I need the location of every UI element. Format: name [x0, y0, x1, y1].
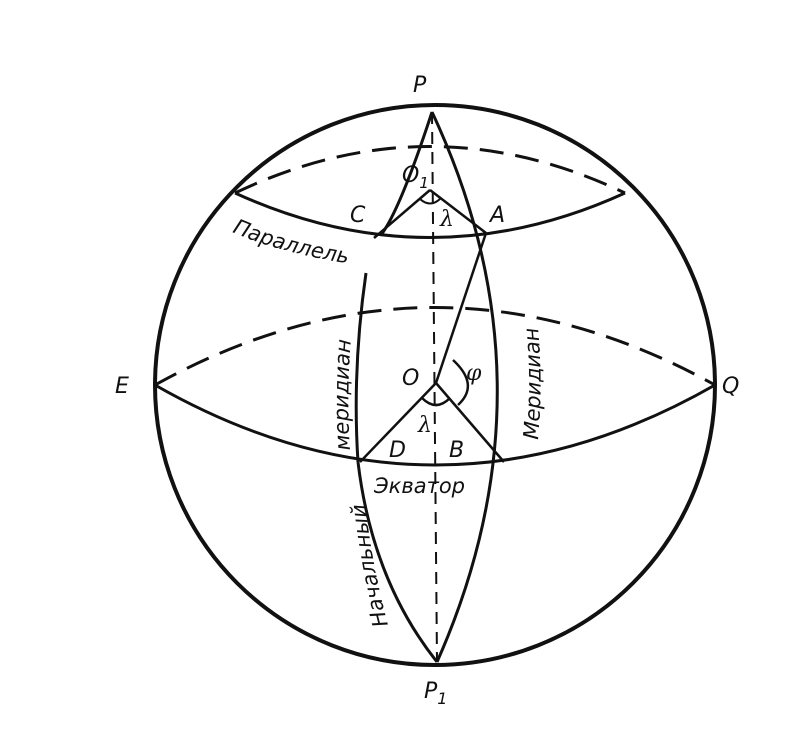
angle-phi-arc [452, 359, 469, 406]
meridian-arc [430, 111, 499, 663]
label-c: C [350, 203, 366, 228]
angle-lambda-top-arc [419, 198, 441, 205]
label-lambda-top: λ [439, 207, 454, 232]
label-p1: P1 [424, 679, 447, 708]
prime-meridian-lower [356, 461, 439, 663]
parallel-back-arc [234, 145, 626, 195]
parallel-front-arc [234, 191, 626, 239]
label-a: A [488, 203, 505, 228]
label-o: O [402, 366, 419, 391]
label-e: E [115, 374, 129, 399]
label-o1: O1 [402, 163, 429, 192]
label-equator: Экватор [373, 474, 465, 498]
label-prime-meridian-bottom: Начальный [346, 503, 393, 630]
label-prime-meridian-top: меридиан [329, 338, 356, 451]
equator-front-arc [154, 383, 716, 467]
radius-o1-c [373, 189, 431, 239]
radius-o-b [435, 382, 505, 463]
label-q: Q [722, 374, 739, 399]
radius-o-a [434, 232, 488, 384]
label-lambda-bottom: λ [417, 413, 432, 438]
radius-o1-a [429, 189, 487, 234]
radius-o-d [359, 382, 437, 463]
equator-back-arc [154, 306, 716, 387]
angle-lambda-bottom-arc [421, 397, 451, 407]
prime-meridian-back [354, 272, 368, 463]
label-p: P [413, 73, 427, 98]
label-phi: φ [466, 361, 482, 386]
label-meridian: Меридиан [519, 327, 546, 440]
label-parallel: Параллель [230, 214, 351, 268]
label-d: D [389, 438, 406, 463]
label-b: B [449, 438, 464, 463]
